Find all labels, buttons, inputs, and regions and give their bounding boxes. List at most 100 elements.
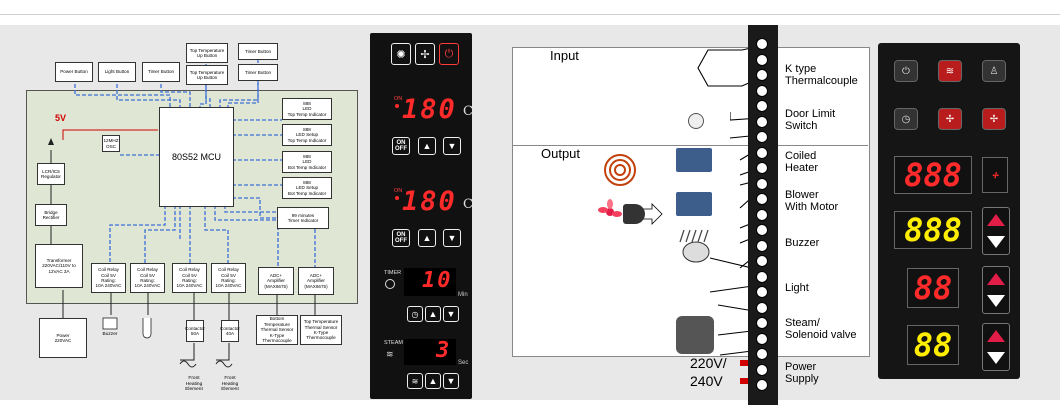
terminal-screw	[756, 317, 768, 329]
display-1: 888	[894, 156, 972, 194]
steam-unit: Sec	[458, 360, 469, 366]
updown-button-2[interactable]	[982, 266, 1010, 314]
blower-fan-icon	[598, 199, 622, 217]
coiled-heater-icon	[604, 154, 636, 186]
timer-icon: ◷	[901, 113, 911, 125]
light-button-box: Light Button	[98, 62, 136, 82]
top-temp-unit: C	[463, 104, 473, 119]
top-temp-up-box-2: Top Temperature Up Button	[186, 65, 228, 85]
steam-start-button[interactable]: ≋	[407, 373, 423, 389]
input-output-divider	[512, 145, 868, 146]
relay-box-3: Coil Relay Coil 5V Rating: 10A 240VAC	[172, 263, 207, 293]
stopwatch-icon: ◷	[411, 309, 419, 319]
timer-up-button[interactable]: ▲	[425, 306, 441, 322]
triangle-down-icon: ▼	[447, 233, 457, 243]
bottom-sensor-box: Bottom Temperature Thermal Sensor K-Type…	[256, 315, 298, 345]
terminal-screw	[756, 146, 768, 159]
door-switch-icon	[688, 113, 704, 129]
fan-icon: ✢	[945, 113, 955, 125]
display-3: 88	[907, 268, 959, 308]
fan-button[interactable]: ✢	[415, 43, 435, 65]
buzzer-caption: Buzzer	[102, 332, 118, 337]
steam-icon: ≋	[386, 349, 394, 359]
steam-display: 3	[436, 338, 452, 363]
power-button-box: Power Button	[55, 62, 93, 82]
triangle-down-icon: ▼	[447, 141, 457, 151]
arrow-220-icon	[740, 360, 754, 366]
supply-voltage-label: 5V	[55, 113, 67, 123]
timer-button-box: Timer Button	[142, 62, 180, 82]
arrow-240-icon	[740, 378, 754, 384]
top-sensor-box: Top Temperature Thermal Sensor K-Type Th…	[300, 315, 342, 345]
on-indicator-bottom: ON	[394, 188, 403, 194]
door-switch-body	[700, 108, 730, 132]
start-stop-key[interactable]: ✢	[938, 108, 962, 130]
timer-start-button[interactable]: ◷	[407, 306, 423, 322]
top-temp-display: 180	[402, 94, 457, 125]
oscillator-box: 12MHZ OSC	[102, 135, 120, 152]
amplifier-box-1: ADC+ Amplifier (MAX6675)	[258, 267, 294, 295]
steam-icon: ≋	[945, 65, 955, 77]
steam-up-button[interactable]: ▲	[425, 373, 441, 389]
terminal-screw	[756, 255, 768, 267]
light-key[interactable]: ♙	[982, 60, 1006, 82]
fan-plus-icon: ✢	[989, 113, 999, 125]
terminal-screw	[756, 100, 768, 112]
motor-icon	[623, 204, 645, 224]
terminal-screw	[756, 53, 768, 66]
top-up-button[interactable]: ▲	[418, 137, 436, 155]
terminal-screw	[756, 363, 768, 376]
onoff-off-text: OFF	[395, 146, 407, 152]
regulator-box: LCR/IC5 Regulator	[37, 163, 65, 185]
timer-down-button[interactable]: ▼	[443, 306, 459, 322]
terminal-screw	[756, 379, 768, 391]
timer-key[interactable]: ◷	[894, 108, 918, 130]
blower-label: Blower With Motor	[785, 189, 839, 213]
steam-display-box	[404, 339, 456, 365]
timer-display: 10	[422, 268, 453, 293]
display-2: 888	[894, 211, 972, 249]
top-temp-up-box: Top Temperature Up Button	[186, 43, 228, 63]
terminal-screw	[756, 286, 768, 298]
transformer-box: Transformer 220VAC/110V to 12VAC 3A	[35, 244, 83, 288]
voltage-220-label: 220V/	[690, 355, 727, 371]
terminal-screw	[756, 332, 768, 345]
power-key[interactable]: ⏻	[894, 60, 918, 82]
bottom-down-button[interactable]: ▼	[443, 229, 461, 247]
steam-down-button[interactable]: ▼	[443, 373, 459, 389]
voltage-240-label: 240V	[690, 373, 723, 389]
timer-button-box-2: Timer Button	[238, 43, 278, 60]
terminal-screw	[756, 69, 768, 81]
light-button[interactable]: ✺	[391, 43, 411, 65]
terminal-screw	[756, 208, 768, 221]
door-switch-label: Door Limit Switch	[785, 108, 836, 132]
updown-button-1[interactable]	[982, 207, 1010, 255]
heating-element-1-caption: Front Heating Element	[185, 376, 203, 393]
terminal-screw	[756, 348, 768, 360]
steam-icon: ≋	[411, 376, 419, 386]
power-button[interactable]: ⏻	[439, 43, 459, 65]
light-bulb-icon: ✺	[396, 48, 406, 61]
timer-button-box-3: Timer Button	[238, 64, 278, 81]
bottom-temp-display: 180	[402, 186, 457, 217]
relay-box-4: Coil Relay Coil 5V Rating: 10A 240VAC	[211, 263, 246, 293]
fan-indicator: ✢	[982, 157, 1008, 193]
light-label: Light	[785, 282, 809, 294]
program-key[interactable]: ✢	[982, 108, 1006, 130]
bottom-temp-unit: C	[463, 197, 473, 212]
on-led-top	[395, 104, 399, 108]
steam-key[interactable]: ≋	[938, 60, 962, 82]
top-down-button[interactable]: ▼	[443, 137, 461, 155]
triangle-up-icon: ▲	[428, 309, 438, 319]
terminal-screw	[756, 115, 768, 128]
steam-label: STEAM	[384, 340, 403, 346]
triangle-up-icon: ▲	[422, 233, 432, 243]
terminal-screw	[756, 38, 768, 50]
bottom-up-button[interactable]: ▲	[418, 229, 436, 247]
stopwatch-icon	[385, 279, 395, 289]
power-icon: ⏻	[444, 47, 454, 60]
timer-label: TIMER	[384, 270, 402, 276]
updown-button-3[interactable]	[982, 323, 1010, 371]
